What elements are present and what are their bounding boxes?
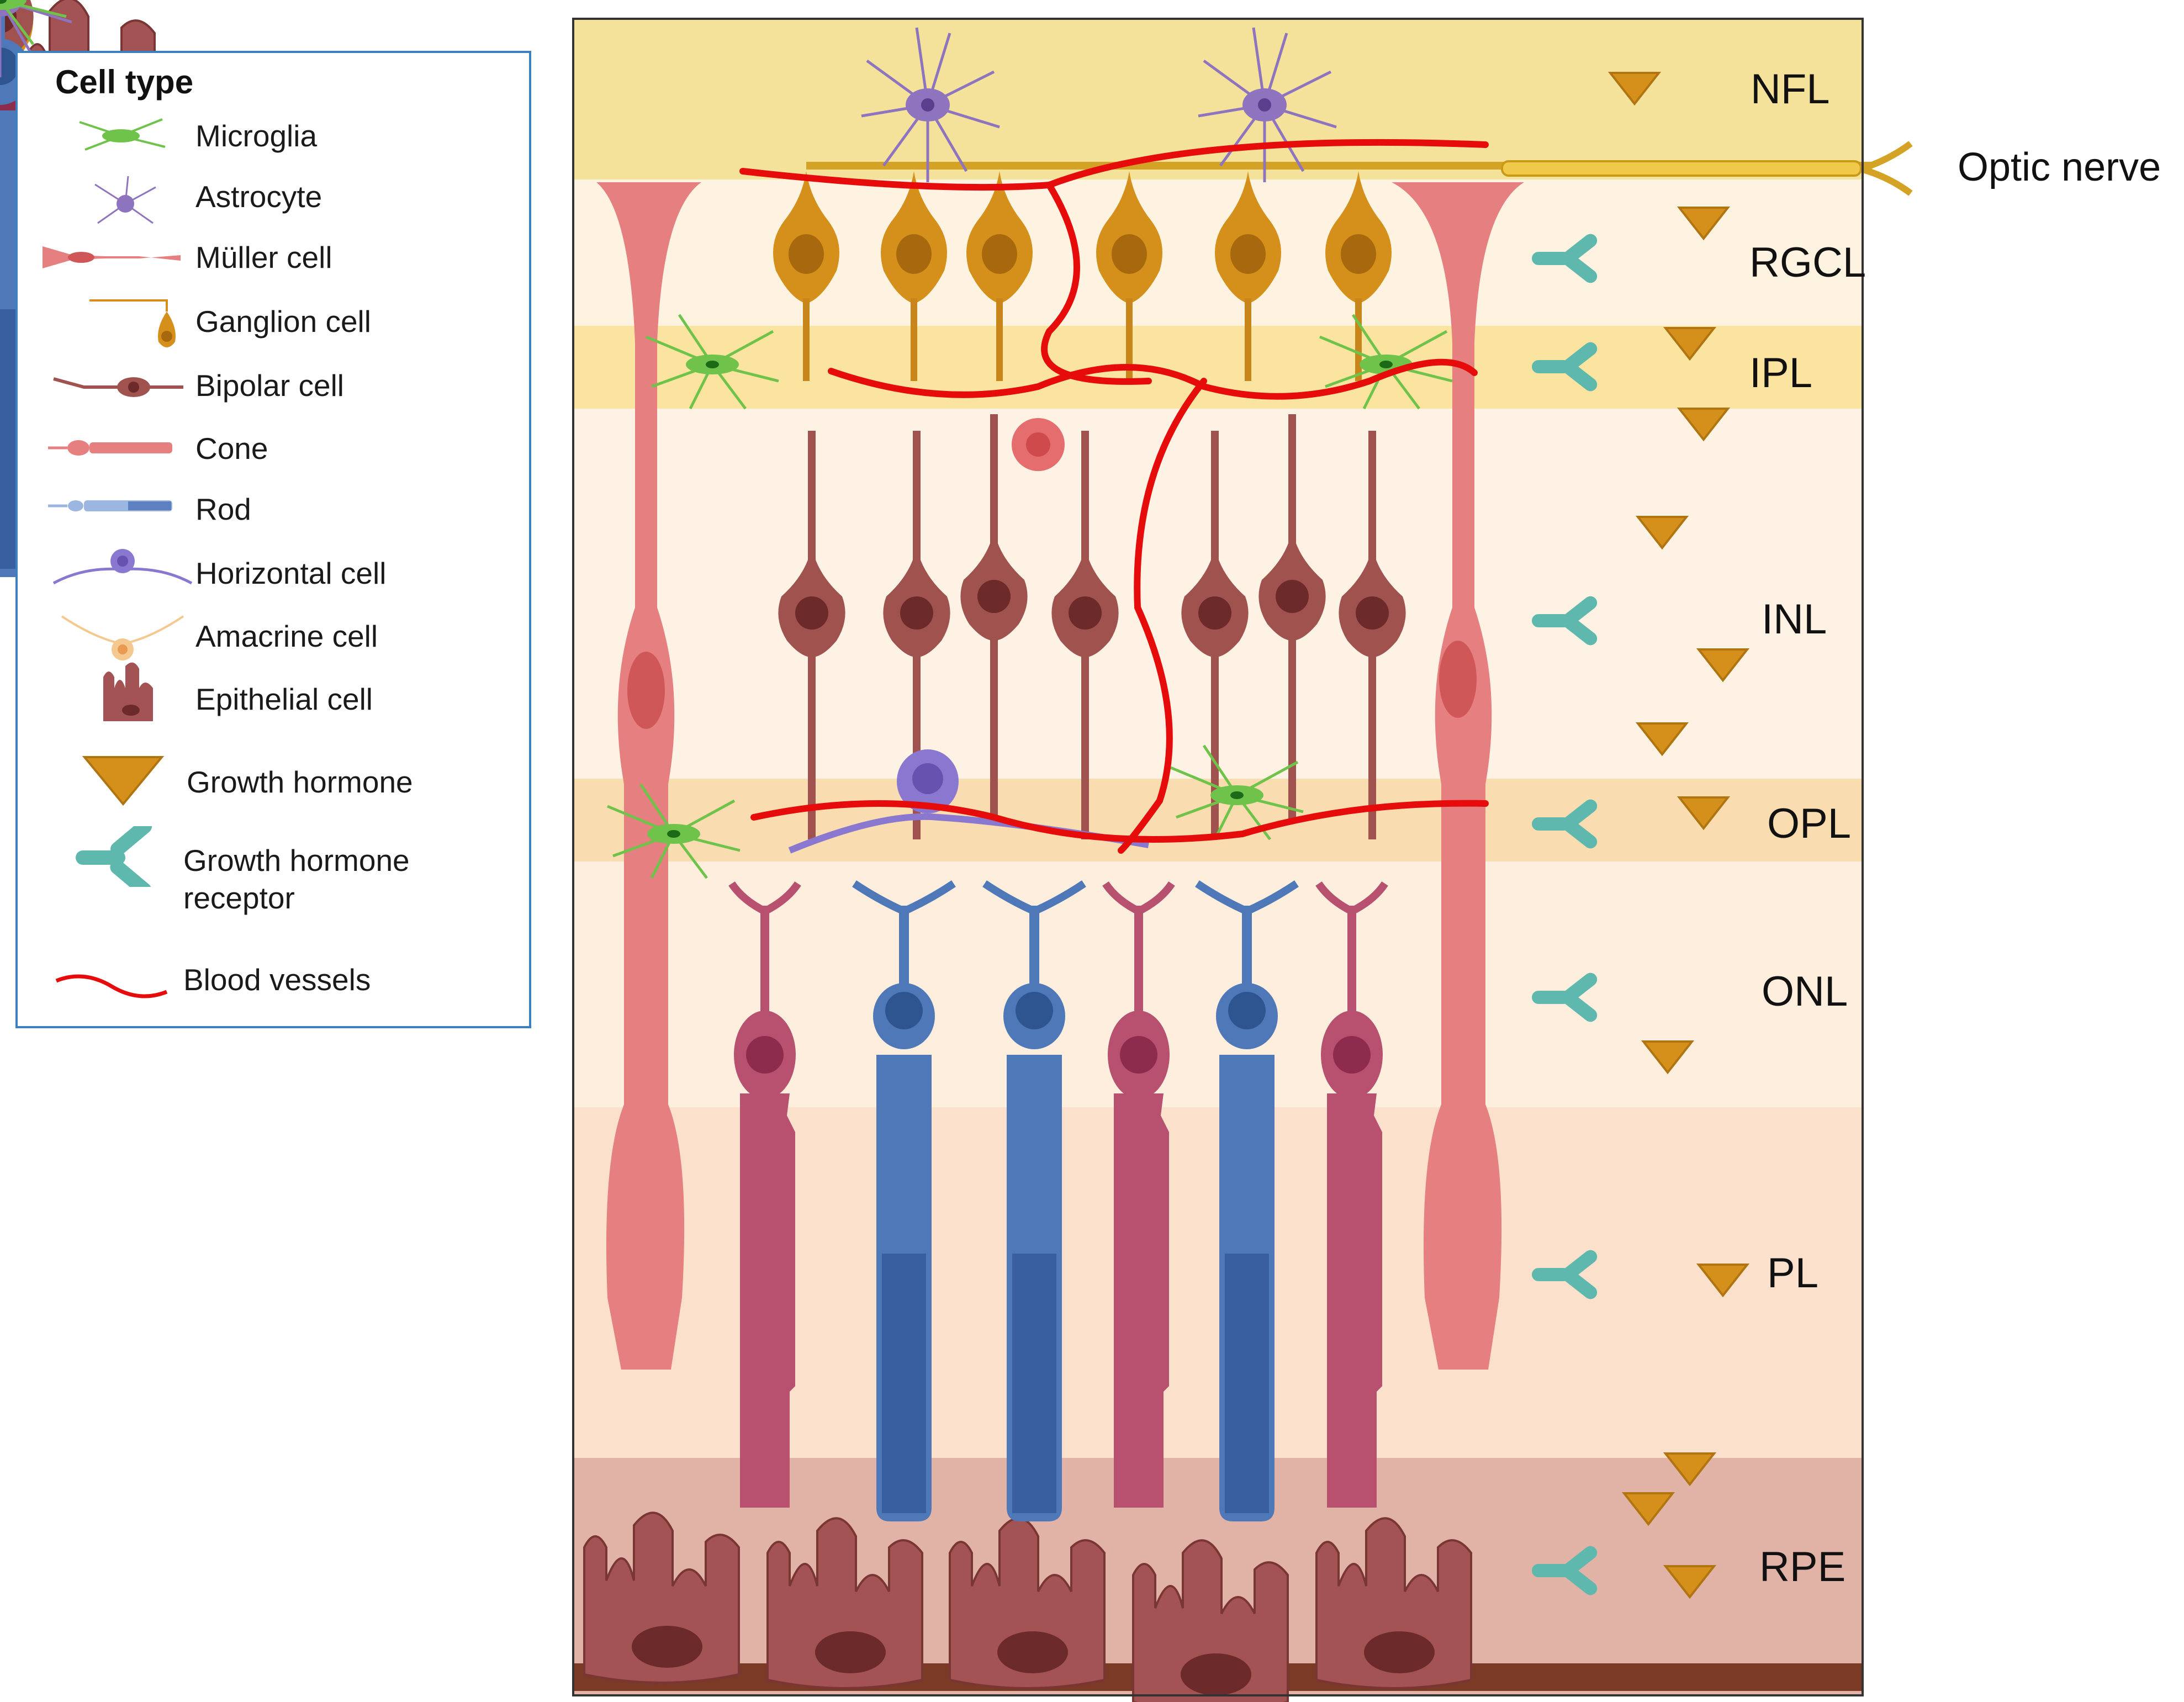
rod-icon [48,500,172,511]
retina-frame [572,18,1864,1696]
muller-cells [596,182,1524,1370]
legend-label-bipolar: Bipolar cell [195,368,345,403]
legend-label-receptor-line2: receptor [183,881,295,915]
layer-label-ipl: IPL [1749,350,1813,397]
legend-label-epithelial: Epithelial cell [195,682,373,716]
legend-label-receptor-line1: Growth hormone [183,843,410,878]
ganglion-cell-icon [89,299,176,347]
amacrine-cell-icon [61,615,184,660]
layer-label-onl: ONL [1762,968,1848,1015]
legend-label-growth-hormone: Growth hormone [187,765,413,799]
legend: Cell type Microglia Astrocyte Müller cel… [15,51,531,1028]
legend-label-amacrine: Amacrine cell [195,619,378,653]
layer-label-opl: OPL [1767,800,1852,847]
legend-label-rod: Rod [195,492,251,526]
layer-label-inl: INL [1762,596,1827,643]
bipolar-cell-icon [53,377,183,397]
legend-label-cone: Cone [195,431,268,466]
epithelial-cell-icon [103,662,153,721]
astrocyte-icon [94,176,156,224]
legend-title: Cell type [55,64,194,101]
cone-icon [48,440,172,456]
legend-label-microglia: Microglia [195,119,318,153]
layer-label-nfl: NFL [1751,66,1830,113]
layer-band-ipl [573,326,1863,409]
optic-nerve [806,141,1913,196]
microglia-icon [79,118,166,151]
optic-nerve-label: Optic nerve [1958,145,2161,189]
growth-hormone-icon [82,756,165,806]
blood-vessels [739,139,1489,854]
microglia-cells [0,0,1452,878]
blood-vessel-icon [55,974,168,998]
legend-label-astrocyte: Astrocyte [195,179,322,214]
legend-label-ganglion: Ganglion cell [195,304,371,339]
layer-band-nfl [573,19,1863,179]
legend-label-horizontal: Horizontal cell [195,556,387,590]
layer-label-pl: PL [1767,1250,1818,1297]
layer-label-rgcl: RGCL [1749,239,1866,286]
muller-cell-icon [43,246,181,268]
layer-label-rpe: RPE [1759,1544,1846,1590]
growth-hormone-receptor-icon [76,826,152,887]
horizontal-cell-icon [52,549,193,585]
legend-label-muller: Müller cell [195,240,332,274]
legend-label-blood-vessels: Blood vessels [183,963,371,997]
